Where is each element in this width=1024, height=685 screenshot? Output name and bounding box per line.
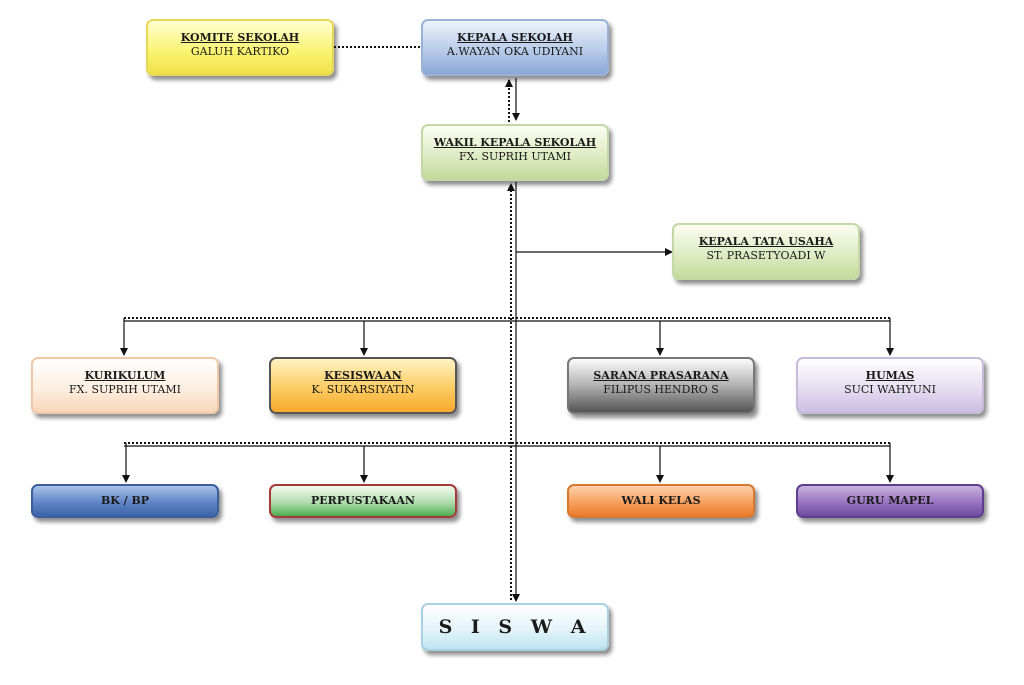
sarana-prasarana-title: SARANA PRASARANA — [593, 369, 729, 382]
bk-bp-box: BK / BP — [31, 484, 219, 518]
guru-mapel-box: GURU MAPEL — [796, 484, 984, 518]
perpustakaan-title: PERPUSTAKAAN — [311, 494, 415, 507]
guru-mapel-title: GURU MAPEL — [846, 494, 934, 507]
perpustakaan-box: PERPUSTAKAAN — [269, 484, 457, 518]
komite-sekolah-title: KOMITE SEKOLAH — [180, 31, 300, 44]
bk-bp-title: BK / BP — [100, 494, 150, 507]
kepala-sekolah-box: KEPALA SEKOLAH A.WAYAN OKA UDIYANI — [421, 19, 609, 76]
kepala-tata-usaha-title: KEPALA TATA USAHA — [698, 235, 834, 248]
kurikulum-title: KURIKULUM — [84, 369, 166, 382]
humas-name: SUCI WAHYUNI — [844, 383, 936, 396]
sarana-prasarana-box: SARANA PRASARANA FILIPUS HENDRO S — [567, 357, 755, 414]
kurikulum-name: FX. SUPRIH UTAMI — [69, 383, 181, 396]
komite-sekolah-box: KOMITE SEKOLAH GALUH KARTIKO — [146, 19, 334, 76]
wali-kelas-title: WALI KELAS — [621, 494, 701, 507]
wali-kelas-box: WALI KELAS — [567, 484, 755, 518]
kesiswaan-box: KESISWAAN K. SUKARSIYATIN — [269, 357, 457, 414]
kurikulum-box: KURIKULUM FX. SUPRIH UTAMI — [31, 357, 219, 414]
wakil-kepala-sekolah-name: FX. SUPRIH UTAMI — [459, 150, 571, 163]
kepala-tata-usaha-name: ST. PRASETYOADI W — [706, 249, 826, 262]
humas-box: HUMAS SUCI WAHYUNI — [796, 357, 984, 414]
kepala-sekolah-name: A.WAYAN OKA UDIYANI — [446, 45, 584, 58]
kesiswaan-title: KESISWAAN — [324, 369, 402, 382]
kepala-sekolah-title: KEPALA SEKOLAH — [457, 31, 573, 44]
kesiswaan-name: K. SUKARSIYATIN — [311, 383, 415, 396]
komite-sekolah-name: GALUH KARTIKO — [190, 45, 290, 58]
sarana-prasarana-name: FILIPUS HENDRO S — [603, 383, 719, 396]
kepala-tata-usaha-box: KEPALA TATA USAHA ST. PRASETYOADI W — [672, 223, 860, 280]
siswa-box: S I S W A — [421, 603, 609, 651]
wakil-kepala-sekolah-box: WAKIL KEPALA SEKOLAH FX. SUPRIH UTAMI — [421, 124, 609, 181]
humas-title: HUMAS — [865, 369, 915, 382]
siswa-title: S I S W A — [438, 616, 592, 638]
wakil-kepala-sekolah-title: WAKIL KEPALA SEKOLAH — [433, 136, 597, 149]
